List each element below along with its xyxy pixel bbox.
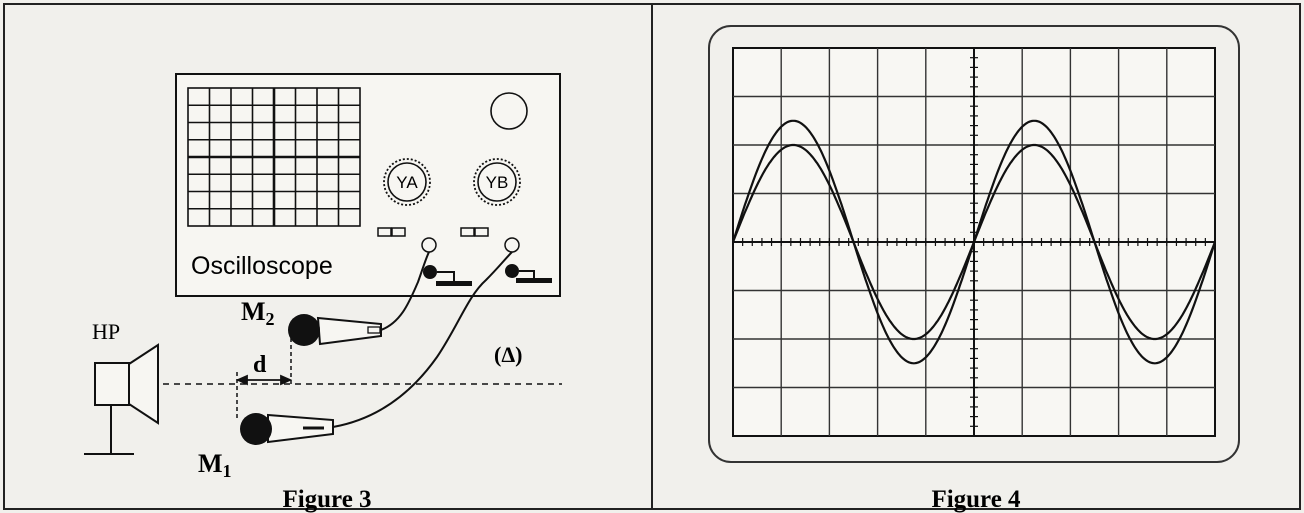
figure-4: Figure 4 <box>708 25 1240 513</box>
channel-a-knob[interactable]: YA <box>383 158 431 206</box>
microphone-m2 <box>288 314 382 346</box>
power-knob[interactable] <box>490 92 528 130</box>
channel-a-ground <box>423 265 472 286</box>
screen-bezel <box>708 25 1240 463</box>
speaker-label: HP <box>92 319 120 344</box>
cable-m2-to-ya <box>380 251 430 331</box>
cable-m1-to-yb <box>332 251 513 428</box>
figure-3: YA YB Oscilloscope <box>84 73 562 513</box>
mic2-subscript: 2 <box>266 309 275 329</box>
channel-a-switches[interactable] <box>377 227 406 237</box>
channel-b-label: YB <box>486 173 509 192</box>
microphone-m1 <box>240 413 334 445</box>
mic1-letter: M <box>198 449 223 478</box>
distance-label: d <box>253 352 267 378</box>
axis-label: (Δ) <box>494 342 522 367</box>
channel-b-knob[interactable]: YB <box>473 158 521 206</box>
channel-b-ground <box>505 264 552 283</box>
figure-4-caption: Figure 4 <box>931 486 1021 513</box>
mic2-label: M2 <box>241 297 275 329</box>
trace-small <box>731 143 1217 341</box>
channel-a-label: YA <box>396 173 418 192</box>
loudspeaker <box>84 343 159 455</box>
oscilloscope-label: Oscilloscope <box>191 252 333 280</box>
channel-b-switches[interactable] <box>460 227 489 237</box>
mic1-label: M1 <box>198 449 232 481</box>
figure-3-caption: Figure 3 <box>282 486 371 513</box>
oscilloscope-mini-screen <box>187 87 361 227</box>
distance-arrow <box>235 374 293 386</box>
mic1-subscript: 1 <box>223 461 232 481</box>
mic2-letter: M <box>241 297 266 326</box>
